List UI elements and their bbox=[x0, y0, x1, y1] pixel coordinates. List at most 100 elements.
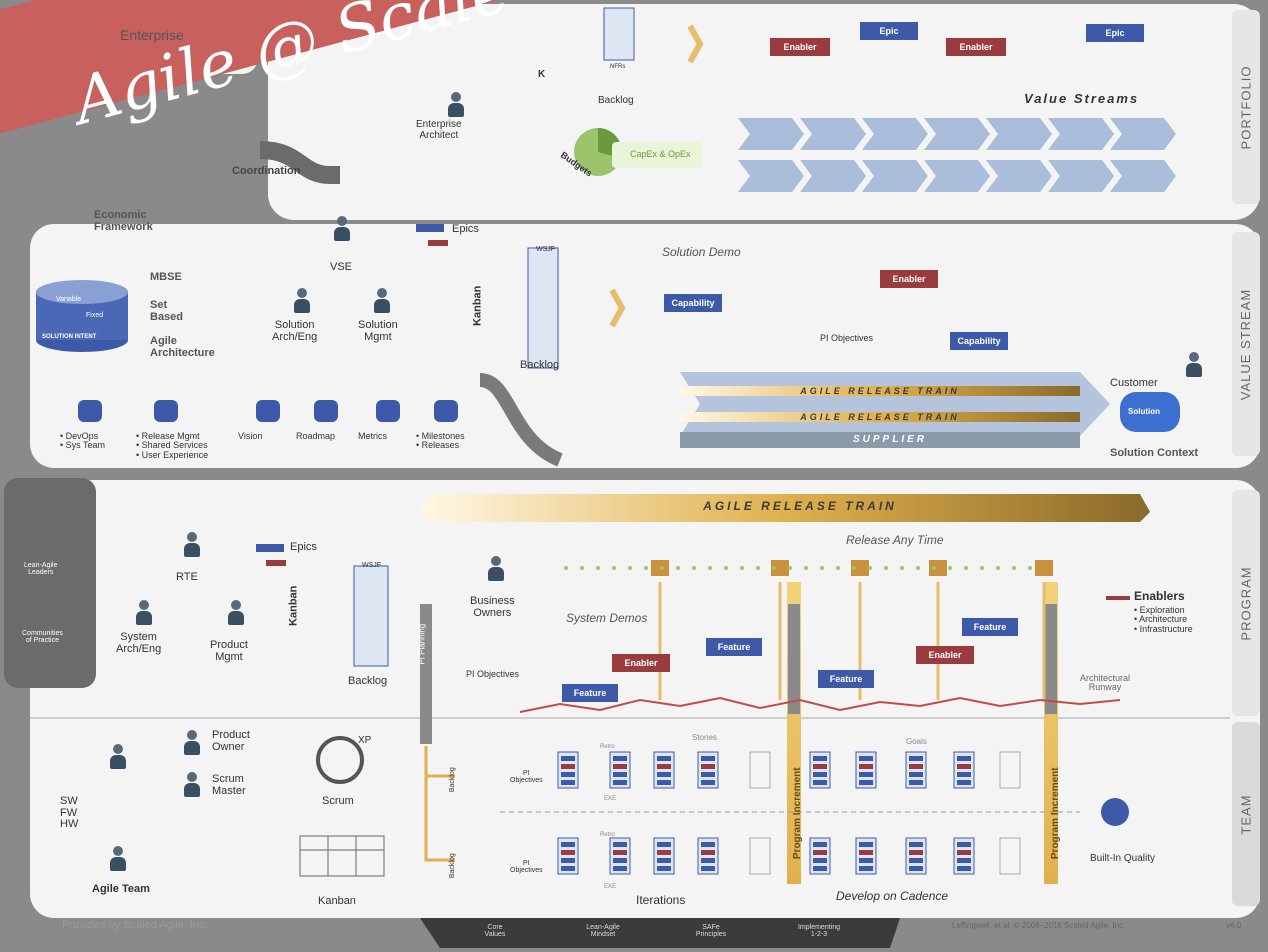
vs-art-label-1: AGILE RELEASE TRAIN bbox=[800, 386, 960, 396]
enterprise-label: Enterprise bbox=[120, 27, 184, 43]
release-dot bbox=[964, 566, 968, 570]
set-based-label: Set Based bbox=[150, 299, 184, 323]
enablers-list: • Exploration • Architecture • Infrastru… bbox=[1134, 605, 1193, 634]
side-tab-program bbox=[1232, 490, 1260, 716]
solution-capsule bbox=[1120, 392, 1180, 432]
solution-mgmt-label: Solution Mgmt bbox=[358, 319, 398, 343]
backlog-item bbox=[701, 850, 715, 855]
release-dot bbox=[564, 566, 568, 570]
footer-tab[interactable]: Implementing 1-2-3 bbox=[797, 924, 841, 939]
backlog-item bbox=[813, 850, 827, 855]
vs-pi-objectives-label: PI Objectives bbox=[820, 333, 874, 343]
program-kanban-backlog bbox=[353, 565, 389, 667]
variable-label: Variable bbox=[56, 296, 82, 303]
backlog-item bbox=[957, 772, 971, 777]
release-dot bbox=[580, 566, 584, 570]
portfolio-backlog bbox=[603, 7, 635, 61]
product-mgmt-label: Product Mgmt bbox=[210, 639, 248, 663]
vs-kanban-backlog bbox=[527, 247, 559, 369]
version-label: v4.0 bbox=[1226, 921, 1242, 930]
pi-planning-col-2 bbox=[788, 604, 800, 714]
backlog-item bbox=[701, 858, 715, 863]
solution-context-label: Solution Context bbox=[1110, 447, 1198, 459]
value-stream-chevron bbox=[738, 160, 804, 192]
pi-planning-col-3 bbox=[1045, 604, 1057, 714]
solution-train-chevron bbox=[680, 372, 1110, 436]
program-feature-tag: Feature bbox=[706, 638, 762, 656]
backlog-item bbox=[561, 764, 575, 769]
release-dot bbox=[884, 566, 888, 570]
product-mgmt-avatar bbox=[228, 600, 244, 625]
backlog-item bbox=[859, 756, 873, 761]
backlog-item bbox=[657, 858, 671, 863]
backlog-item bbox=[813, 764, 827, 769]
program-epics-label: Epics bbox=[290, 541, 317, 553]
retro-label: Retro bbox=[600, 744, 615, 750]
iteration-backlog bbox=[749, 837, 771, 875]
side-label-program: PROGRAM bbox=[1238, 565, 1254, 641]
system-arch-avatar bbox=[136, 600, 152, 625]
portfolio-enabler-tag: Enabler bbox=[770, 38, 830, 56]
footer-tab[interactable]: Lean-Agile Mindset bbox=[586, 924, 620, 939]
team-pi-objectives-label: PI Objectives bbox=[510, 860, 543, 875]
backlog-item bbox=[561, 850, 575, 855]
side-tab-value-stream bbox=[1232, 232, 1260, 456]
release-box-icon bbox=[771, 560, 789, 576]
release-box-icon bbox=[851, 560, 869, 576]
program-feature-tag: Feature bbox=[562, 684, 618, 702]
value-stream-chevron bbox=[924, 118, 990, 150]
map-icon bbox=[314, 400, 338, 422]
program-feature-tag: Feature bbox=[818, 670, 874, 688]
scrum-master-avatar bbox=[184, 772, 200, 797]
value-stream-chevron bbox=[738, 118, 804, 150]
release-dot bbox=[804, 566, 808, 570]
backlog-item bbox=[859, 866, 873, 871]
supplier-bar bbox=[680, 432, 1080, 448]
vs-epics-swatch bbox=[416, 224, 444, 232]
shared-service-label: Metrics bbox=[358, 431, 387, 441]
customer-label: Customer bbox=[1110, 377, 1158, 389]
agile-team-label: Agile Team bbox=[92, 883, 150, 895]
backlog-item bbox=[613, 772, 627, 777]
agile-team-avatars bbox=[110, 744, 126, 769]
release-dot bbox=[1012, 566, 1016, 570]
value-stream-chevron bbox=[862, 118, 928, 150]
scrum-loop-icon bbox=[316, 736, 364, 784]
architectural-runway-label: Architectural Runway bbox=[1080, 673, 1131, 693]
backlog-item bbox=[909, 756, 923, 761]
solution-intent-label: SOLUTION INTENT bbox=[42, 334, 97, 340]
devops-icon bbox=[78, 400, 102, 422]
backlog-item bbox=[561, 756, 575, 761]
backlog-item bbox=[813, 866, 827, 871]
system-arch-label: System Arch/Eng bbox=[116, 631, 162, 655]
pi-planning-label: PI Planning bbox=[417, 623, 427, 665]
footer-tab[interactable]: Core Values bbox=[484, 924, 506, 939]
program-increment-label: Program Increment bbox=[1049, 767, 1061, 860]
backlog-item bbox=[909, 858, 923, 863]
vs-enabler-tag: Enabler bbox=[880, 270, 938, 288]
backlog-item bbox=[957, 850, 971, 855]
program-epics-swatch-red bbox=[266, 560, 286, 566]
backlog-item bbox=[813, 772, 827, 777]
release-dot bbox=[724, 566, 728, 570]
product-owner-avatar bbox=[184, 730, 200, 755]
program-enabler-tag: Enabler bbox=[916, 646, 974, 664]
footer-tab[interactable]: SAFe Principles bbox=[695, 924, 727, 939]
built-in-quality-icon bbox=[1101, 798, 1129, 826]
backlog-item bbox=[657, 780, 671, 785]
backlog-item bbox=[561, 780, 575, 785]
enablers-title: Enablers bbox=[1134, 589, 1185, 603]
solution-label: Solution bbox=[1128, 407, 1160, 416]
release-dot bbox=[852, 566, 856, 570]
release-dot bbox=[612, 566, 616, 570]
enablers-swatch bbox=[1106, 596, 1130, 600]
backlog-item bbox=[561, 866, 575, 871]
value-stream-chevron bbox=[1048, 160, 1114, 192]
coordination-label: Coordination bbox=[232, 165, 301, 177]
backlog-item bbox=[909, 850, 923, 855]
capex-label: CapEx & OpEx bbox=[630, 149, 691, 159]
shared-service-label: Roadmap bbox=[296, 431, 336, 441]
backlog-item bbox=[909, 764, 923, 769]
backlog-item bbox=[957, 842, 971, 847]
agile-architecture-label: Agile Architecture bbox=[150, 335, 215, 359]
